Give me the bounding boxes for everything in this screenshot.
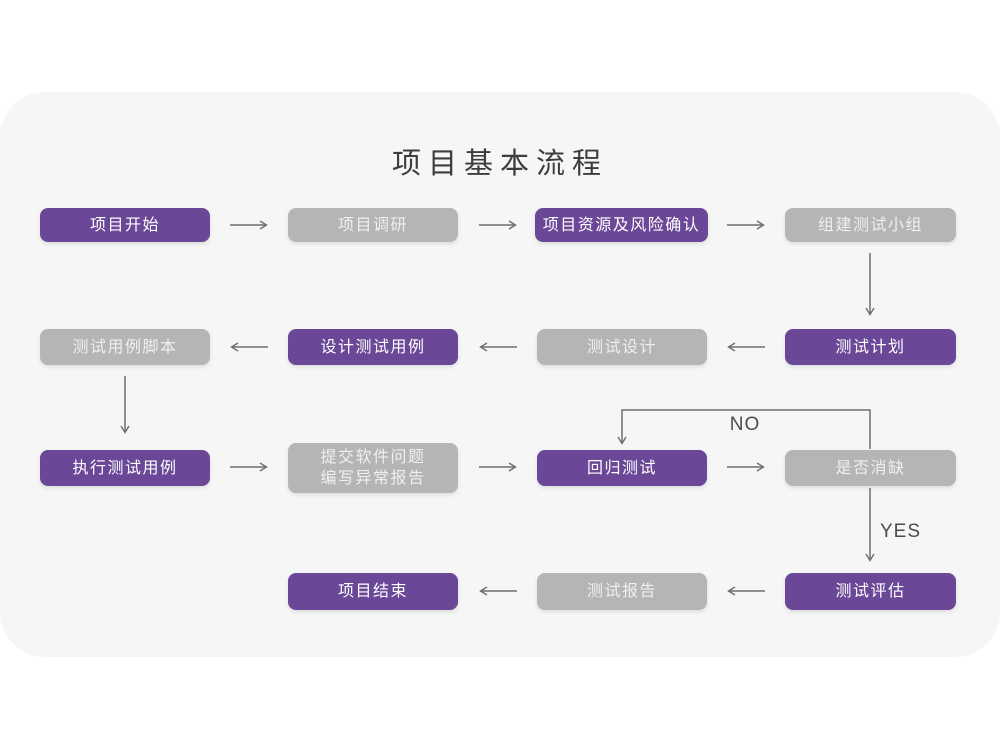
node-label: 设计测试用例 <box>320 338 426 356</box>
node-test-report: 测试报告 <box>537 573 707 610</box>
node-label-line1: 提交软件问题 <box>320 449 426 466</box>
edge-label-no: NO <box>729 414 761 435</box>
node-project-end: 项目结束 <box>288 573 458 610</box>
node-label: 组建测试小组 <box>817 216 923 234</box>
node-label: 测试计划 <box>835 338 906 356</box>
edge-label-yes: YES <box>880 521 922 542</box>
node-label: 项目开始 <box>89 216 160 234</box>
node-test-case-script: 测试用例脚本 <box>40 329 210 365</box>
node-label: 测试评估 <box>835 583 906 600</box>
node-label: 回归测试 <box>586 459 657 477</box>
node-defect-cleared: 是否消缺 <box>785 450 956 486</box>
node-label: 项目结束 <box>337 583 408 600</box>
node-regression-test: 回归测试 <box>537 450 707 486</box>
node-test-evaluate: 测试评估 <box>785 573 956 610</box>
node-label: 测试用例脚本 <box>72 338 178 356</box>
node-execute-test-cases: 执行测试用例 <box>40 450 210 486</box>
node-test-design: 测试设计 <box>537 329 707 365</box>
node-label: 项目资源及风险确认 <box>542 216 701 234</box>
page-title: 项目基本流程 <box>391 148 608 180</box>
node-label: 测试报告 <box>586 583 657 600</box>
node-resource-risk-confirm: 项目资源及风险确认 <box>535 208 708 242</box>
node-design-test-cases: 设计测试用例 <box>288 329 458 365</box>
flowchart-card <box>0 92 1000 657</box>
node-project-research: 项目调研 <box>288 208 458 242</box>
node-label: 执行测试用例 <box>72 459 178 477</box>
node-label-line2: 编写异常报告 <box>320 470 426 487</box>
node-label: 测试设计 <box>586 338 657 356</box>
node-test-plan: 测试计划 <box>785 329 956 365</box>
node-project-start: 项目开始 <box>40 208 210 242</box>
node-submit-issue-report: 提交软件问题 编写异常报告 <box>288 443 458 493</box>
node-build-test-team: 组建测试小组 <box>785 208 956 242</box>
node-label: 项目调研 <box>337 216 408 234</box>
node-label: 是否消缺 <box>835 459 906 477</box>
